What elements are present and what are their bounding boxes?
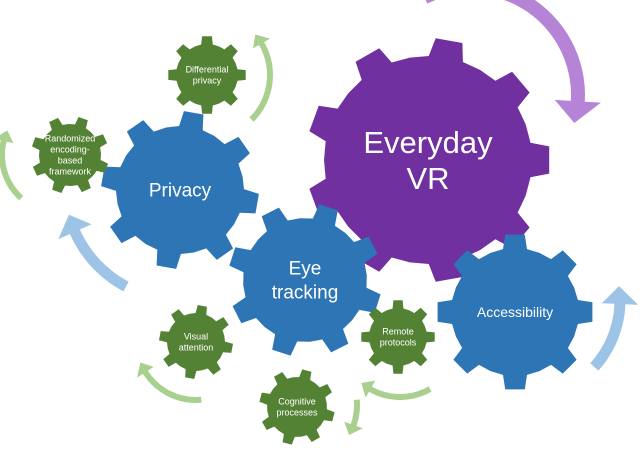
gear-visual-attention-label-line: attention bbox=[179, 343, 214, 353]
gear-visual-attention-icon bbox=[159, 305, 233, 379]
gear-cognitive-processes-label-line: Cognitive bbox=[278, 397, 316, 407]
gear-accessibility-icon bbox=[437, 234, 593, 390]
gear-randomized-encoding-label-line: Randomized bbox=[45, 134, 96, 144]
gear-remote-protocols-label-line: Remote bbox=[382, 327, 414, 337]
gear-randomized-encoding-icon bbox=[32, 117, 108, 193]
gear-randomized-encoding-label-line: encoding- bbox=[50, 145, 90, 155]
blue-arrow-left-icon bbox=[58, 214, 129, 292]
gear-differential-privacy-label-line: Differential bbox=[186, 65, 229, 75]
green-arrow-remote-icon bbox=[361, 380, 432, 400]
green-arrow-visual-icon bbox=[137, 362, 202, 403]
arrows-layer bbox=[0, 0, 639, 435]
gear-eye-tracking: Eye tracking bbox=[229, 204, 381, 356]
green-arrow-diffpriv-icon bbox=[249, 34, 273, 122]
gear-privacy-icon bbox=[101, 111, 259, 269]
gear-visual-attention-label-line: Visual bbox=[184, 332, 208, 342]
gear-eye-tracking-label-line: tracking bbox=[272, 283, 339, 304]
gear-differential-privacy-label-line: privacy bbox=[193, 76, 222, 86]
gear-everyday-vr-icon bbox=[309, 38, 550, 282]
gear-remote-protocols-label-line: protocols bbox=[380, 338, 417, 348]
gear-differential-privacy-icon bbox=[168, 36, 246, 114]
gear-eye-tracking-label-line: Eye bbox=[289, 259, 322, 280]
gear-accessibility: Accessibility bbox=[437, 234, 593, 390]
green-arrow-randomized-icon bbox=[0, 130, 24, 201]
gear-eye-tracking-icon bbox=[229, 204, 381, 356]
gear-randomized-encoding-label-line: based bbox=[58, 156, 83, 166]
gear-accessibility-label-line: Accessibility bbox=[477, 304, 553, 320]
blue-arrow-right-icon bbox=[590, 286, 639, 371]
gear-remote-protocols-icon bbox=[361, 300, 435, 374]
gear-everyday-vr-label-line: Everyday bbox=[363, 125, 493, 160]
gear-everyday-vr-label-line: VR bbox=[406, 161, 449, 196]
gear-randomized-encoding-label-line: framework bbox=[49, 167, 92, 177]
gear-privacy-label-line: Privacy bbox=[149, 181, 212, 202]
gear-privacy: Privacy bbox=[101, 111, 259, 269]
gear-cognitive-processes-label-line: processes bbox=[276, 408, 318, 418]
gear-cognitive-processes-icon bbox=[259, 369, 335, 445]
green-arrow-cognitive-icon bbox=[344, 399, 363, 435]
purple-arrow-icon bbox=[425, 0, 601, 123]
